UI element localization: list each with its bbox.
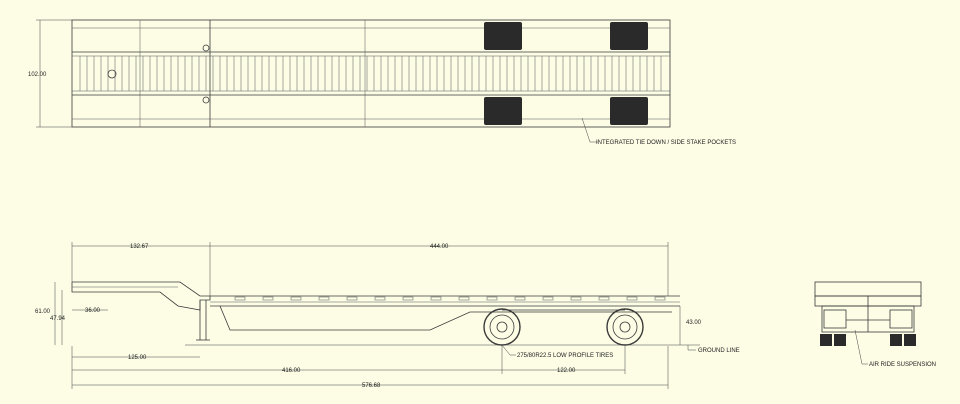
tires-callout: 275/80R22.5 LOW PROFILE TIRES (501, 344, 613, 359)
stake-pocket (486, 296, 498, 301)
stake-pocket (374, 296, 386, 301)
stake-pocket (262, 296, 274, 301)
deck-height-label: 43.00 (686, 320, 702, 326)
tire-block (484, 97, 522, 125)
deck-length-label: 444.00 (430, 244, 449, 250)
side-dimensions: 132.67 444.00 61.00 47.94 36.00 43.00 12… (35, 242, 702, 389)
stake-pocket (626, 296, 638, 301)
overall-length-label: 576.68 (362, 383, 381, 389)
wheel (483, 308, 521, 346)
stake-pocket (514, 296, 526, 301)
stake-pocket (402, 296, 414, 301)
gooseneck-length-label: 132.67 (130, 244, 149, 250)
side-view (71, 281, 680, 346)
wheel (606, 308, 644, 346)
tire-block (610, 22, 648, 50)
width-dimension: 102.00 (28, 19, 72, 128)
stake-pocket (430, 296, 442, 301)
stake-pocket (542, 296, 554, 301)
kingpin-setback-label: 36.00 (85, 308, 101, 314)
stake-pocket (458, 296, 470, 301)
stake-pocket (318, 296, 330, 301)
tire-block (610, 97, 648, 125)
rear-tire (834, 334, 846, 346)
air-ride-note: AIR RIDE SUSPENSION (869, 362, 936, 368)
top-view (71, 19, 671, 128)
side-height-inner-label: 47.94 (50, 316, 66, 322)
rear-tire (890, 334, 902, 346)
tire-block (484, 22, 522, 50)
tie-down-callout: INTEGRATED TIE DOWN / SIDE STAKE POCKETS (581, 117, 736, 146)
stake-pocket (290, 296, 302, 301)
tires-note: 275/80R22.5 LOW PROFILE TIRES (517, 353, 613, 359)
stake-pocket (570, 296, 582, 301)
rear-tire (904, 334, 916, 346)
ground-line-callout: GROUND LINE (687, 345, 740, 354)
ground-line-note: GROUND LINE (698, 348, 740, 354)
stake-pocket (346, 296, 358, 301)
kingpin-to-axle-label: 416.00 (282, 368, 301, 374)
side-height-label: 61.00 (35, 309, 51, 315)
kingpin-to-leg-label: 125.00 (128, 355, 147, 361)
tie-down-note: INTEGRATED TIE DOWN / SIDE STAKE POCKETS (596, 140, 736, 146)
air-ride-callout: AIR RIDE SUSPENSION (854, 329, 936, 368)
overall-width-label: 102.00 (28, 72, 47, 78)
stake-pocket (234, 296, 246, 301)
stake-pocket (654, 296, 666, 301)
axle-spread-label: 122.00 (557, 368, 576, 374)
stake-pocket (598, 296, 610, 301)
rear-view (814, 281, 922, 346)
rear-tire (820, 334, 832, 346)
